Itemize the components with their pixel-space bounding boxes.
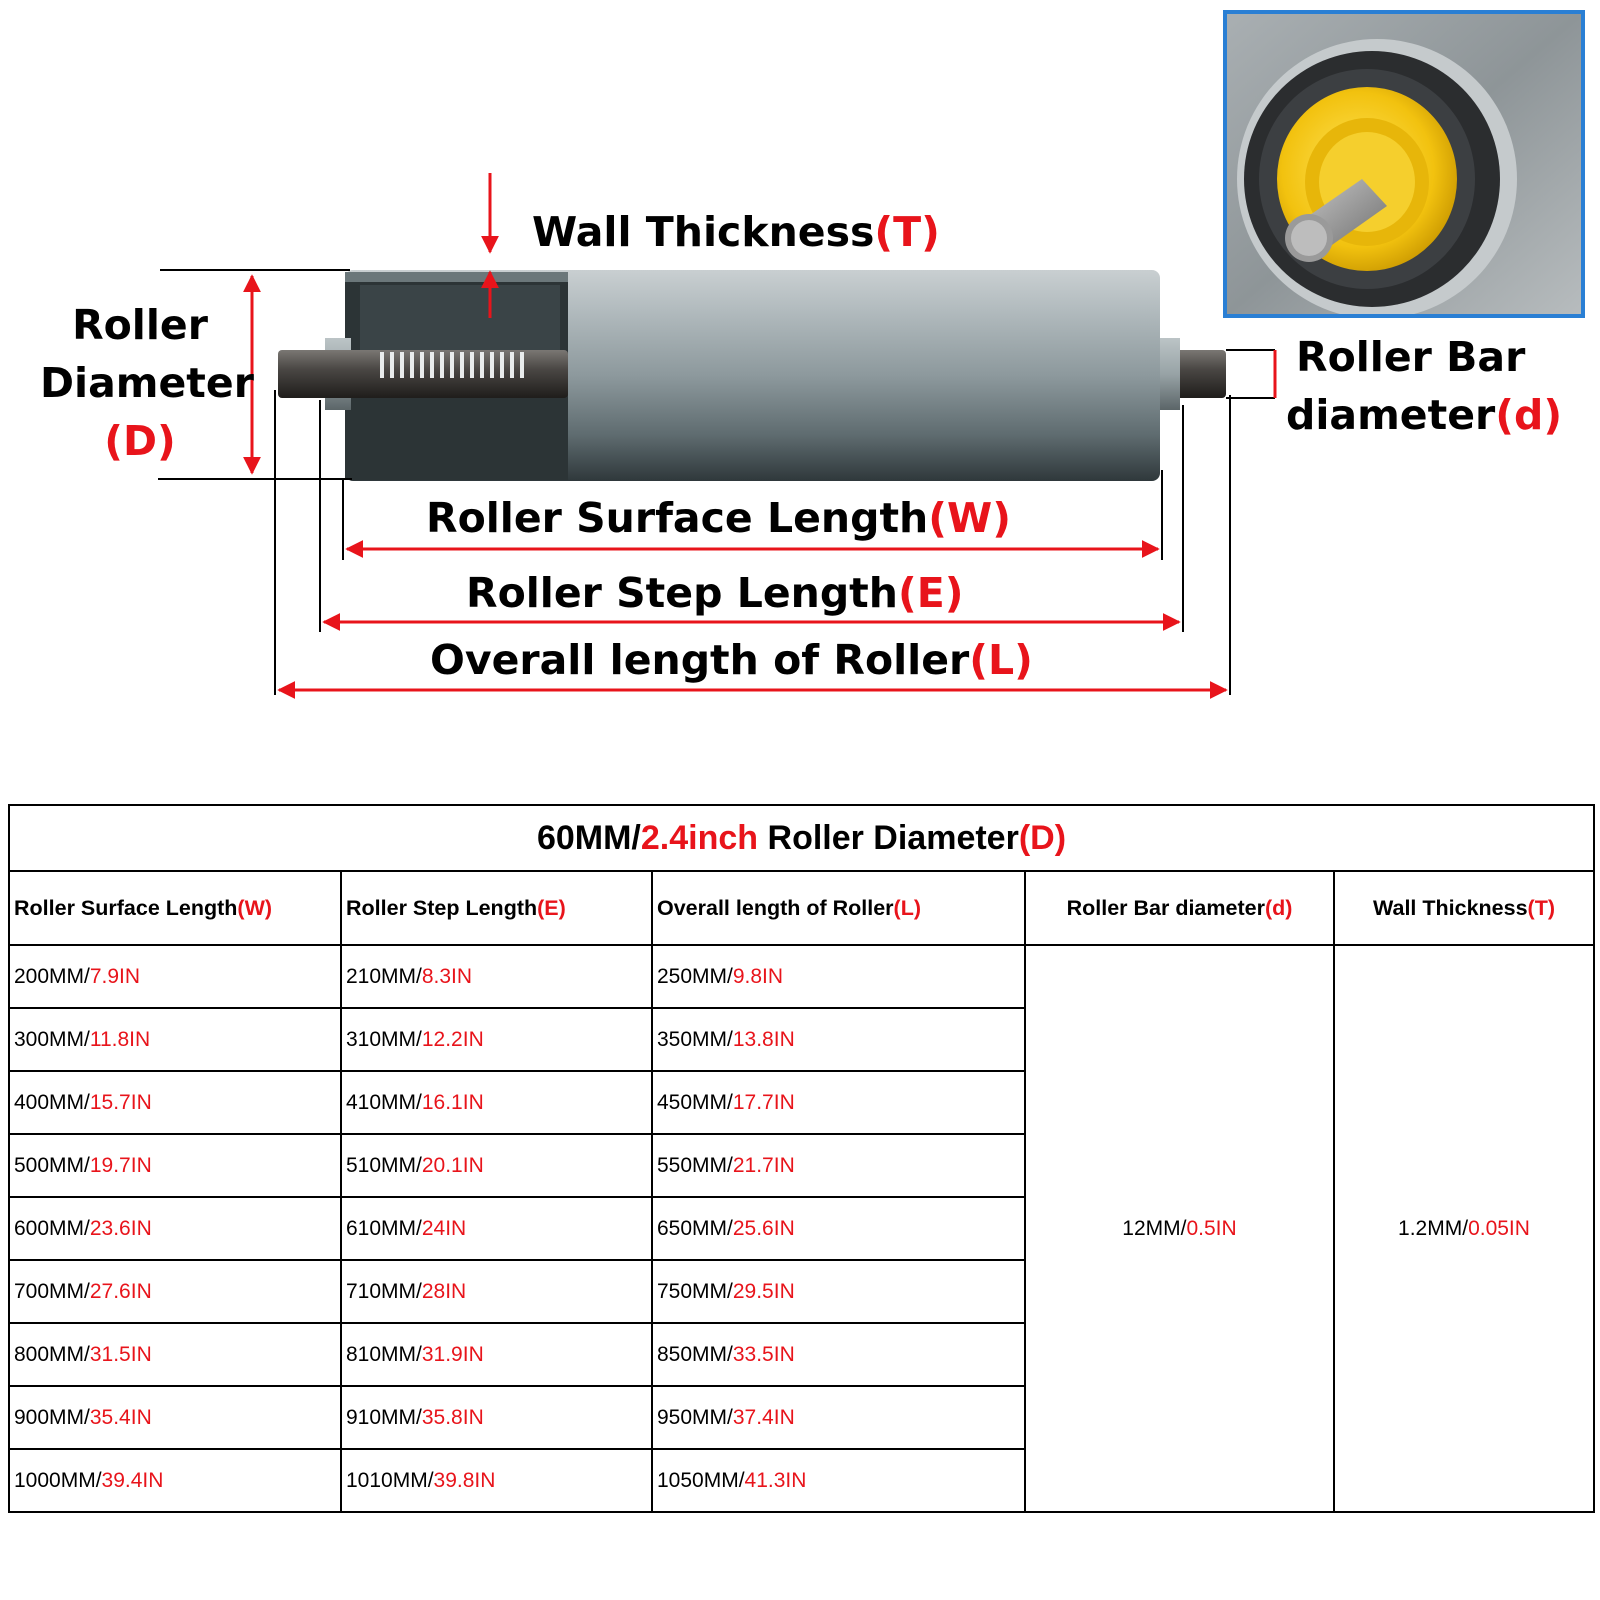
table-row: 1000MM/39.4IN 1010MM/39.8IN 1050MM/41.3I…	[8, 1448, 1594, 1513]
cell-surface-length: 500MM/19.7IN	[8, 1133, 342, 1198]
cell-wall-thickness: 1.2MM/0.05IN	[1333, 944, 1595, 1513]
table-row: 700MM/27.6IN 710MM/28IN 750MM/29.5IN	[8, 1259, 1594, 1324]
cell-step-length: 310MM/12.2IN	[340, 1007, 653, 1072]
cell-surface-length: 600MM/23.6IN	[8, 1196, 342, 1261]
cell-surface-length: 1000MM/39.4IN	[8, 1448, 342, 1513]
table-row: 400MM/15.7IN 410MM/16.1IN 450MM/17.7IN	[8, 1070, 1594, 1135]
header-step-length: Roller Step Length(E)	[340, 870, 653, 946]
roller-bar-line1: Roller Bar	[1296, 333, 1526, 381]
table-row: 600MM/23.6IN 610MM/24IN 650MM/25.6IN	[8, 1196, 1594, 1261]
roller-drawing	[158, 173, 1277, 699]
spec-table: 60MM/2.4inch Roller Diameter(D) Roller S…	[8, 804, 1595, 1513]
cell-surface-length: 200MM/7.9IN	[8, 944, 342, 1009]
cell-surface-length: 400MM/15.7IN	[8, 1070, 342, 1135]
table-row: 900MM/35.4IN 910MM/35.8IN 950MM/37.4IN	[8, 1385, 1594, 1450]
table-row: 200MM/7.9IN 210MM/8.3IN 250MM/9.8IN 12MM…	[8, 944, 1595, 1513]
cell-step-length: 810MM/31.9IN	[340, 1322, 653, 1387]
cell-overall-length: 950MM/37.4IN	[651, 1385, 1026, 1450]
table-row: 300MM/11.8IN 310MM/12.2IN 350MM/13.8IN	[8, 1007, 1594, 1072]
cell-step-length: 410MM/16.1IN	[340, 1070, 653, 1135]
cell-surface-length: 700MM/27.6IN	[8, 1259, 342, 1324]
cell-overall-length: 550MM/21.7IN	[651, 1133, 1026, 1198]
cell-step-length: 510MM/20.1IN	[340, 1133, 653, 1198]
roller-diagram: Wall Thickness(T) Roller Diameter (D) Ro…	[0, 0, 1600, 740]
table-row: 800MM/31.5IN 810MM/31.9IN 850MM/33.5IN	[8, 1322, 1594, 1387]
roller-diameter-label: Roller Diameter (D)	[40, 296, 254, 470]
cell-step-length: 610MM/24IN	[340, 1196, 653, 1261]
overall-length-label: Overall length of Roller(L)	[430, 636, 1033, 684]
cell-step-length: 210MM/8.3IN	[340, 944, 653, 1009]
roller-bar-label: Roller Bar diameter(d)	[1286, 328, 1562, 444]
roller-end-illustration	[1227, 14, 1581, 314]
cell-overall-length: 250MM/9.8IN	[651, 944, 1026, 1009]
roller-diameter-symbol: (D)	[104, 417, 176, 465]
cell-step-length: 1010MM/39.8IN	[340, 1448, 653, 1513]
cell-step-length: 910MM/35.8IN	[340, 1385, 653, 1450]
surface-length-label: Roller Surface Length(W)	[426, 494, 1011, 542]
cell-overall-length: 350MM/13.8IN	[651, 1007, 1026, 1072]
cell-surface-length: 900MM/35.4IN	[8, 1385, 342, 1450]
table-row: 500MM/19.7IN 510MM/20.1IN 550MM/21.7IN	[8, 1133, 1594, 1198]
cell-overall-length: 850MM/33.5IN	[651, 1322, 1026, 1387]
cell-overall-length: 650MM/25.6IN	[651, 1196, 1026, 1261]
roller-bar-line2: diameter(d)	[1286, 391, 1563, 439]
header-surface-length: Roller Surface Length(W)	[8, 870, 342, 946]
header-bar-diameter: Roller Bar diameter(d)	[1024, 870, 1335, 946]
step-length-label: Roller Step Length(E)	[466, 569, 964, 617]
spring	[380, 352, 524, 378]
cell-overall-length: 450MM/17.7IN	[651, 1070, 1026, 1135]
cell-surface-length: 800MM/31.5IN	[8, 1322, 342, 1387]
roller-diameter-line1: Roller	[72, 301, 208, 349]
header-overall-length: Overall length of Roller(L)	[651, 870, 1026, 946]
header-wall-thickness: Wall Thickness(T)	[1333, 870, 1595, 946]
cell-surface-length: 300MM/11.8IN	[8, 1007, 342, 1072]
roller-diameter-line2: Diameter	[40, 359, 254, 407]
cell-bar-diameter: 12MM/0.5IN	[1024, 944, 1335, 1513]
cell-overall-length: 1050MM/41.3IN	[651, 1448, 1026, 1513]
cell-overall-length: 750MM/29.5IN	[651, 1259, 1026, 1324]
table-title: 60MM/2.4inch Roller Diameter(D)	[8, 804, 1595, 872]
roller-end-photo	[1223, 10, 1585, 318]
cell-step-length: 710MM/28IN	[340, 1259, 653, 1324]
wall-thickness-label: Wall Thickness(T)	[532, 208, 940, 256]
